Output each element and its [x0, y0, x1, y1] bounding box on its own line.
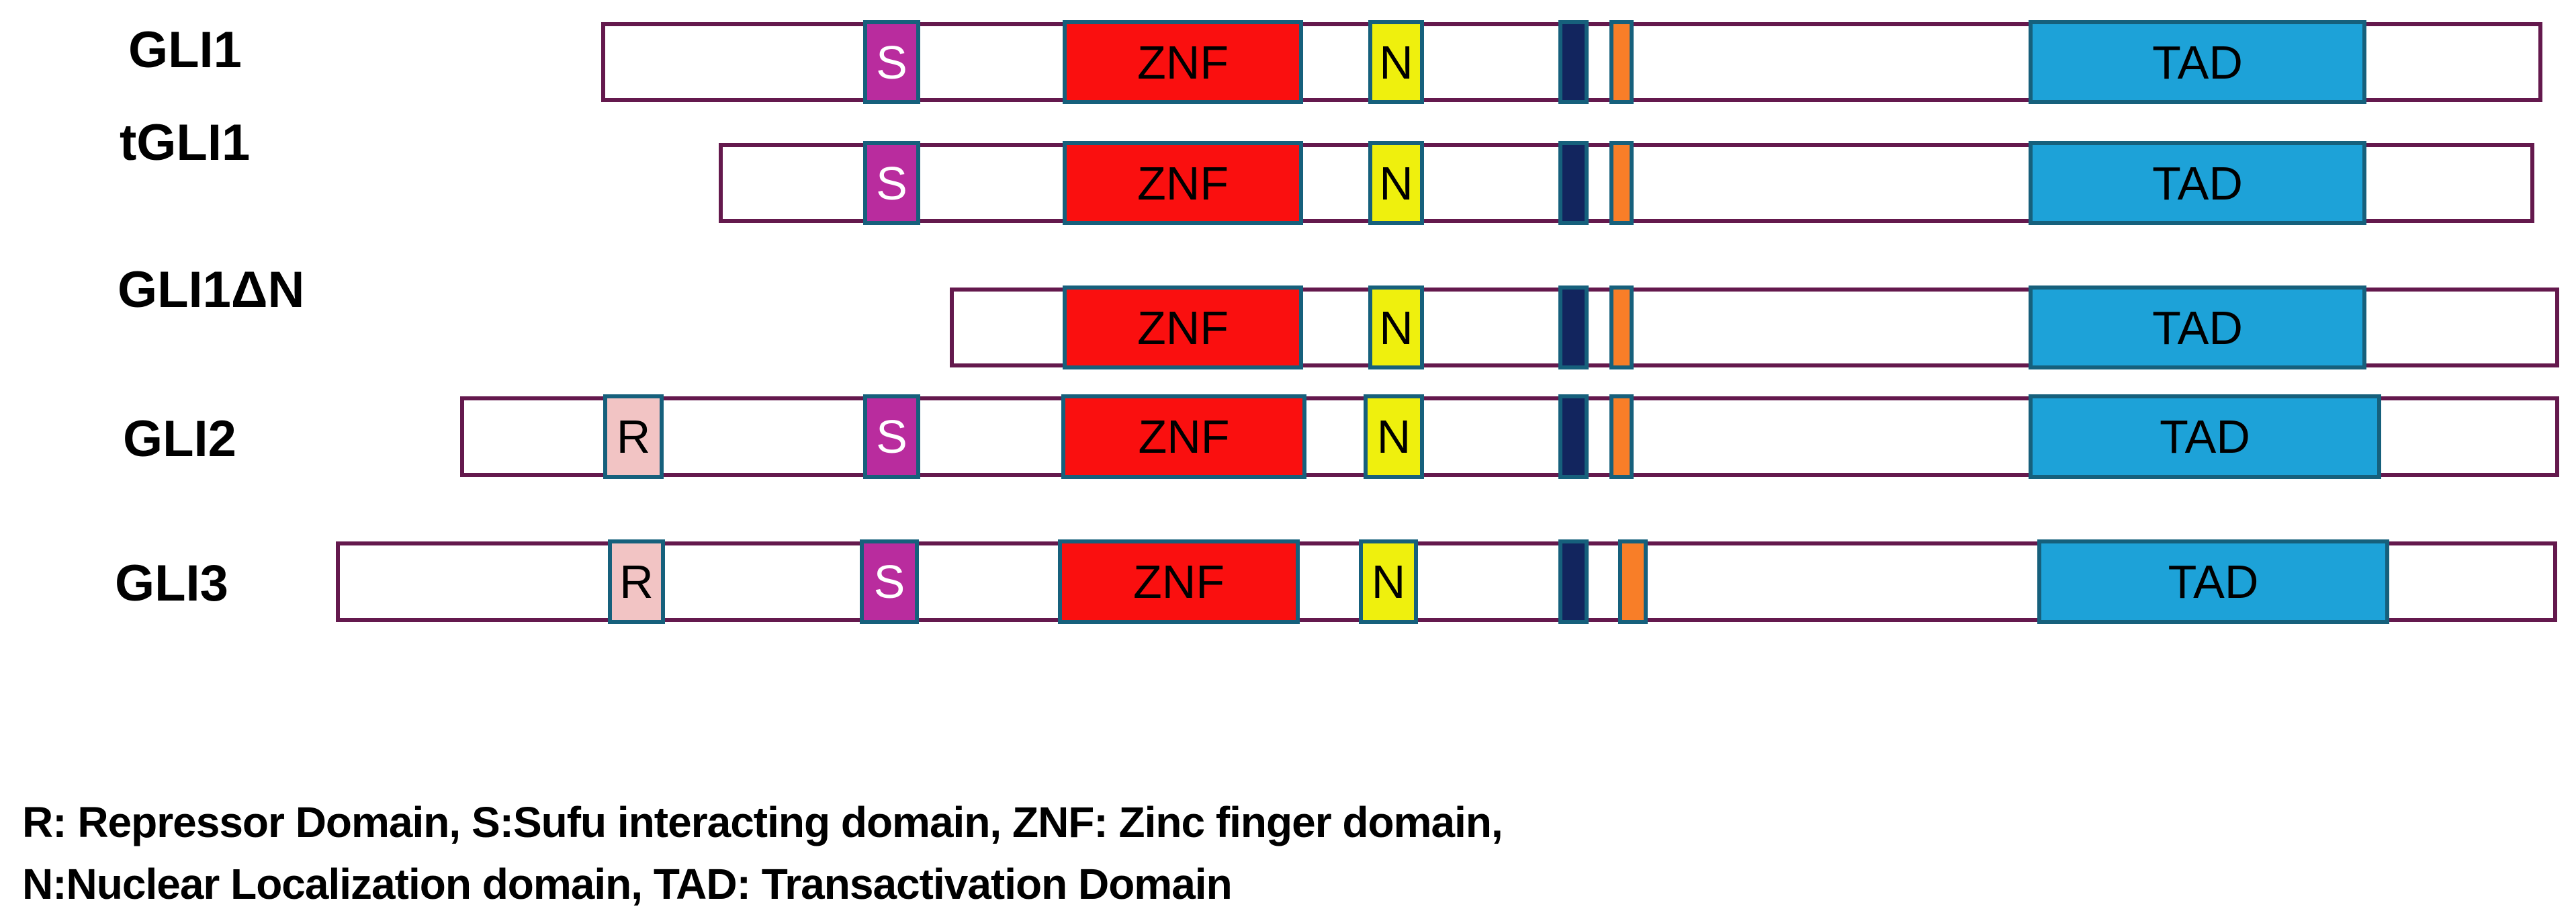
- protein-bar-gli1dn: ZNF N TAD: [950, 285, 2559, 369]
- domain-tad-gli3: TAD: [2037, 539, 2389, 624]
- domain-znf-tgli1: ZNF: [1063, 141, 1303, 225]
- domain-n-gli1dn: N: [1368, 285, 1424, 369]
- legend-line-2: N:Nuclear Localization domain, TAD: Tran…: [22, 860, 1233, 909]
- protein-bar-tgli1: S ZNF N TAD: [719, 141, 2534, 225]
- domain-znf-gli1dn: ZNF: [1063, 285, 1303, 369]
- domain-dark-gli2: [1558, 394, 1589, 479]
- protein-label-gli1: GLI1: [128, 21, 242, 79]
- protein-label-tgli1: tGLI1: [120, 114, 251, 171]
- domain-dark-gli3: [1558, 539, 1589, 624]
- domain-n-gli2: N: [1364, 394, 1424, 479]
- domain-orange-tgli1: [1609, 141, 1634, 225]
- protein-label-gli2: GLI2: [123, 410, 236, 468]
- domain-n-gli1: N: [1368, 20, 1424, 104]
- domain-tad-gli2: TAD: [2029, 394, 2381, 479]
- protein-label-gli1dn: GLI1ΔN: [118, 261, 305, 318]
- domain-orange-gli2: [1609, 394, 1634, 479]
- domain-znf-gli1: ZNF: [1063, 20, 1303, 104]
- protein-bar-gli1: S ZNF N TAD: [601, 20, 2542, 104]
- domain-dark-tgli1: [1558, 141, 1589, 225]
- domain-r-gli3: R: [608, 539, 665, 624]
- domain-s-gli1: S: [863, 20, 920, 104]
- domain-tad-gli1: TAD: [2029, 20, 2366, 104]
- domain-s-tgli1: S: [863, 141, 920, 225]
- domain-znf-gli3: ZNF: [1058, 539, 1300, 624]
- domain-znf-gli2: ZNF: [1061, 394, 1306, 479]
- protein-bar-gli2: R S ZNF N TAD: [460, 394, 2559, 479]
- domain-dark-gli1dn: [1558, 285, 1589, 369]
- domain-n-tgli1: N: [1368, 141, 1424, 225]
- domain-s-gli2: S: [863, 394, 920, 479]
- domain-dark-gli1: [1558, 20, 1589, 104]
- domain-r-gli2: R: [603, 394, 664, 479]
- domain-orange-gli1dn: [1609, 285, 1634, 369]
- protein-label-gli3: GLI3: [115, 555, 228, 612]
- domain-orange-gli3: [1618, 539, 1648, 624]
- domain-tad-gli1dn: TAD: [2029, 285, 2366, 369]
- domain-s-gli3: S: [860, 539, 919, 624]
- legend-line-1: R: Repressor Domain, S:Sufu interacting …: [22, 798, 1503, 846]
- domain-n-gli3: N: [1359, 539, 1418, 624]
- protein-bar-gli3: R S ZNF N TAD: [336, 539, 2557, 624]
- legend: R: Repressor Domain, S:Sufu interacting …: [22, 791, 1503, 915]
- domain-tad-tgli1: TAD: [2029, 141, 2366, 225]
- domain-orange-gli1: [1609, 20, 1634, 104]
